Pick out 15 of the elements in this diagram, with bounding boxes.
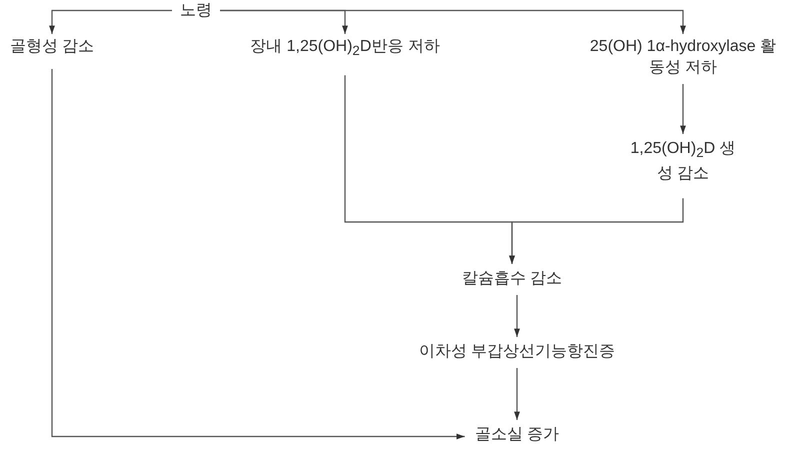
effect-text: 칼슘흡수 감소	[462, 268, 562, 289]
arrow	[220, 10, 686, 34]
effect-text: 이차성 부갑상선기능항진증	[418, 341, 616, 362]
arrow	[51, 69, 465, 440]
arrow	[514, 368, 520, 420]
arrow	[509, 198, 684, 264]
arrow	[514, 295, 520, 337]
arrow	[49, 10, 172, 34]
arrow	[680, 84, 686, 134]
effect-text: 25(OH) 1α-hydroxylase 활동성 저하	[588, 36, 778, 78]
effect-text: 1,25(OH)$_{2}$D 생성 감소	[623, 138, 743, 184]
cause-text: 노령	[180, 0, 212, 21]
outcome-text: 골소실 증가	[474, 424, 560, 445]
effect-text: 장내 1,25(OH)$_{2}$D반응 저하	[250, 36, 440, 62]
effect-text: 골형성 감소	[10, 36, 94, 57]
